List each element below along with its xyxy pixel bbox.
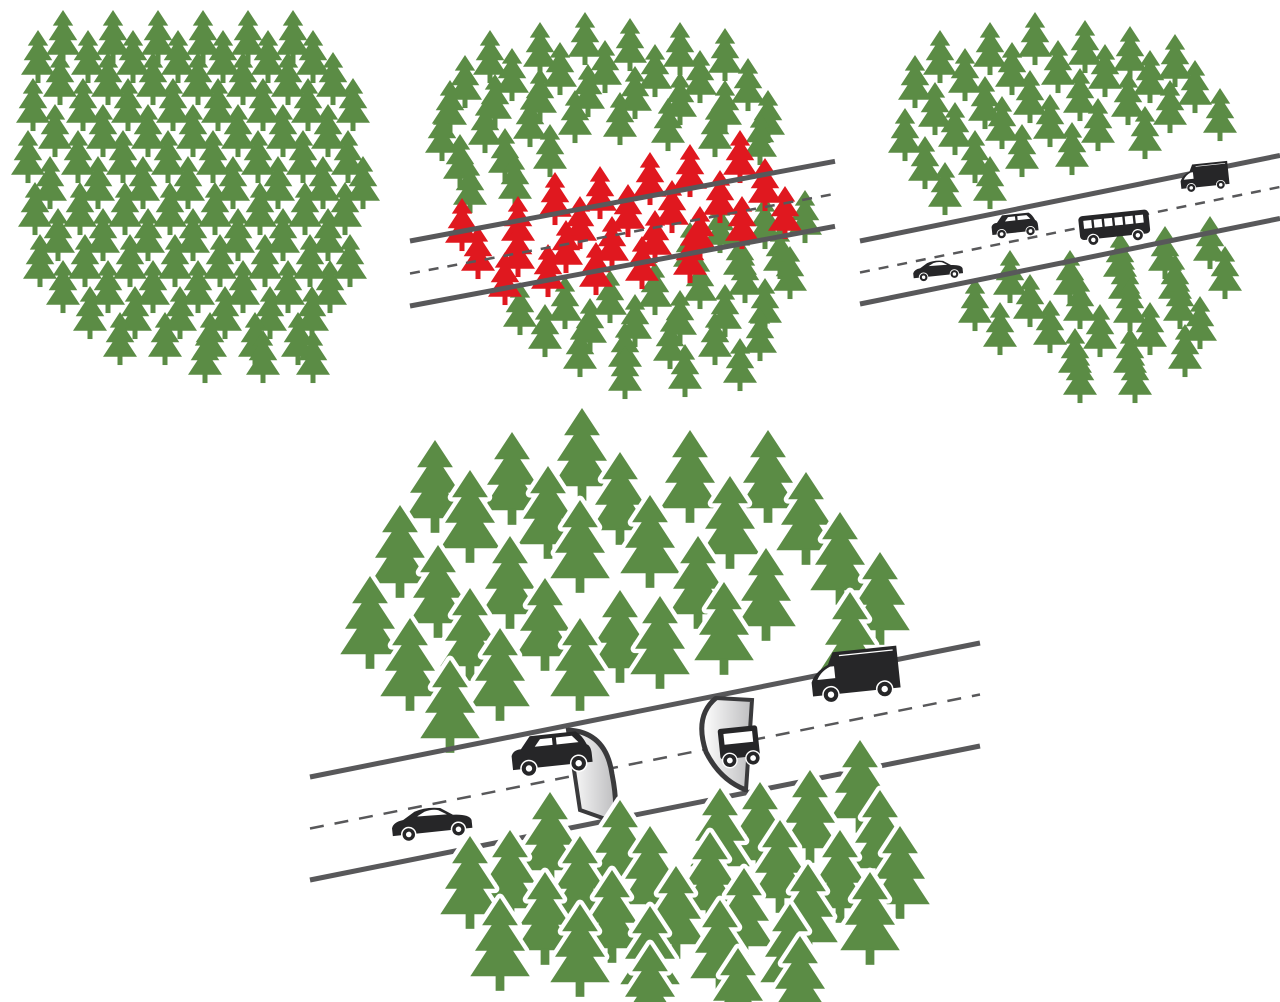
tree-icon bbox=[333, 234, 367, 287]
tree-icon bbox=[660, 430, 720, 525]
panel-tunnel-crossing bbox=[310, 408, 980, 1002]
tree-icon bbox=[46, 10, 80, 63]
van-icon bbox=[1179, 161, 1230, 193]
tree-icon bbox=[948, 48, 982, 101]
tree-icon bbox=[21, 30, 55, 83]
panel-road-built bbox=[860, 12, 1280, 403]
suv-icon bbox=[990, 212, 1039, 240]
tree-icon bbox=[66, 78, 100, 131]
tree-icon bbox=[38, 104, 72, 157]
tree-icon bbox=[958, 278, 992, 331]
tree-icon bbox=[983, 302, 1017, 355]
tree-icon bbox=[608, 346, 642, 399]
panel-forest bbox=[11, 10, 380, 383]
tree-icon bbox=[708, 28, 742, 81]
panel-road-planned bbox=[410, 12, 835, 399]
sedan-icon bbox=[912, 258, 963, 282]
tree-icon bbox=[16, 78, 50, 131]
tree-icon bbox=[888, 108, 922, 161]
van-icon bbox=[809, 646, 902, 705]
tree-icon bbox=[1203, 88, 1237, 141]
tree-icon bbox=[11, 130, 45, 183]
tree-icon bbox=[46, 260, 80, 313]
tree-icon bbox=[613, 18, 647, 71]
tree-icon bbox=[898, 55, 932, 108]
tree-icon bbox=[923, 30, 957, 83]
suv-icon bbox=[510, 730, 594, 778]
tree-icon bbox=[663, 22, 697, 75]
tree-icon bbox=[1018, 12, 1052, 65]
tree-icon bbox=[61, 130, 95, 183]
tree-icon bbox=[748, 158, 782, 211]
tree-icon bbox=[568, 12, 602, 65]
tree-icon bbox=[703, 170, 737, 223]
sedan-icon bbox=[390, 804, 473, 843]
